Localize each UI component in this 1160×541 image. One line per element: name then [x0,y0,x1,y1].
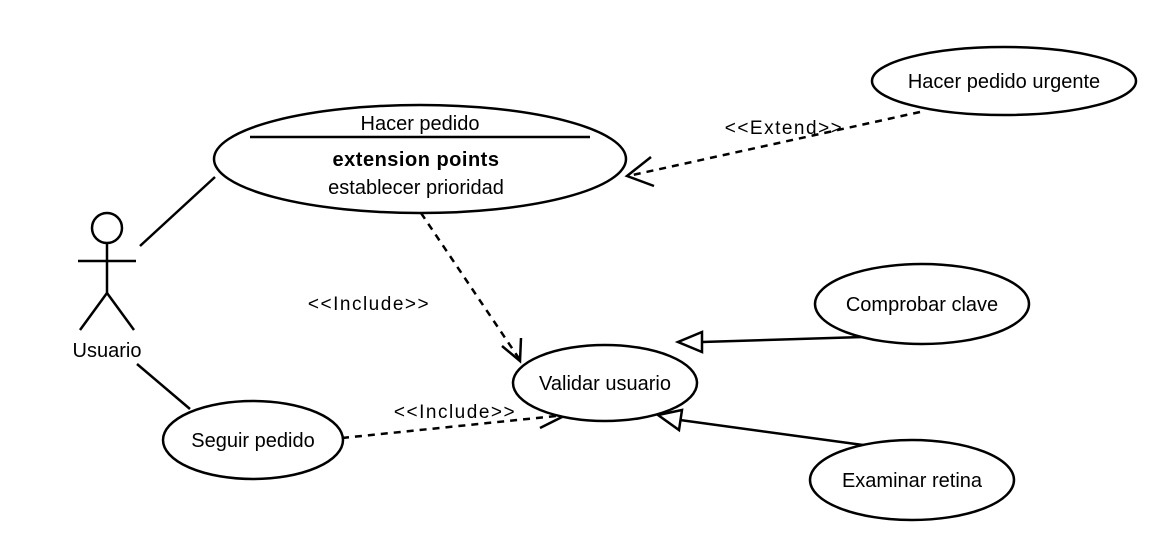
include-line-hacer-pedido [419,212,522,361]
extend-line [627,110,921,178]
actor-right-leg [105,292,136,331]
use-case-ellipse [161,399,345,481]
generalization-line-examinar-retina [679,418,864,447]
generalization-line-comprobar-clave [701,335,864,344]
use-case-seguir-pedido: Seguir pedido [161,399,345,481]
use-case-examinar-retina: Examinar retina [808,438,1016,522]
use-case-label: Validar usuario [539,373,671,395]
use-case-ellipse [808,438,1016,522]
generalization-triangle-1 [674,330,704,354]
use-case-label: Seguir pedido [191,430,314,452]
extend-arrowhead [624,156,655,188]
use-case-comprobar-clave: Comprobar clave [813,262,1031,346]
extend-stereotype-label: <<Extend>> [725,118,844,139]
include-stereotype-label-1: <<Include>> [308,294,430,315]
include-stereotype-label-2: <<Include>> [394,402,516,423]
actor-head [90,211,124,245]
extension-points-heading: extension points [333,149,500,171]
use-case-label: Comprobar clave [846,294,998,316]
use-case-ellipse [813,262,1031,346]
association-usuario-hacer-pedido [139,176,216,247]
association-usuario-seguir-pedido [136,363,191,410]
extension-point-label: establecer prioridad [328,177,504,199]
include-line-seguir-pedido [341,413,567,440]
use-case-hacer-pedido: Hacer pedido extension points establecer… [212,103,628,215]
actor-usuario: Usuario [73,211,142,362]
use-case-validar-usuario: Validar usuario [511,343,699,423]
use-case-hacer-pedido-urgente: Hacer pedido urgente [870,45,1138,117]
use-case-label: Examinar retina [842,470,983,492]
actor-left-leg [78,292,109,331]
actor-label: Usuario [73,340,142,362]
use-case-label: Hacer pedido [361,113,480,135]
include-arrowhead-1 [501,337,523,364]
use-case-ellipse [511,343,699,423]
use-case-ellipse [212,103,628,215]
use-case-ellipse [870,45,1138,117]
generalization-triangle-2 [654,408,684,433]
use-case-label: Hacer pedido urgente [908,71,1100,93]
